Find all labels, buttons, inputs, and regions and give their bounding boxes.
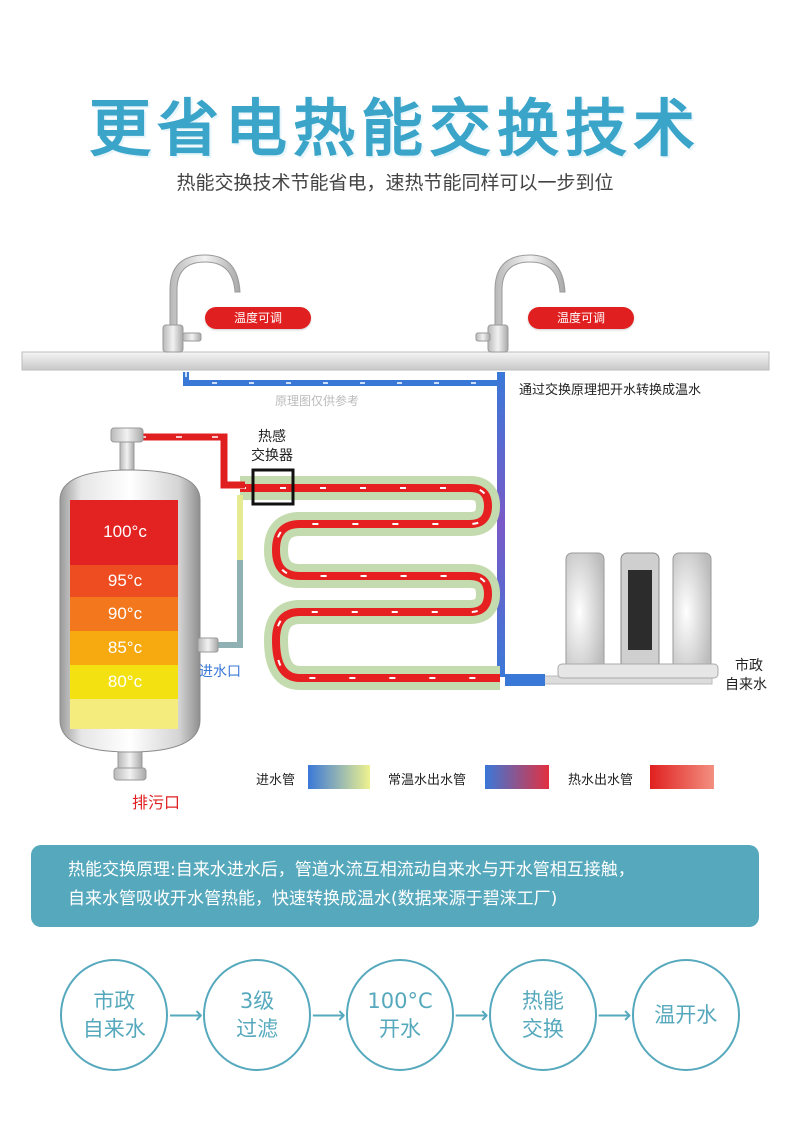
municipal-label-line2: 自来水 (725, 677, 767, 693)
water-tank (59, 427, 219, 781)
temp-band-95: 95°c (107, 571, 143, 590)
diagram-watermark: 原理图仅供参考 (275, 394, 360, 408)
temp-band-90: 90°c (107, 604, 143, 623)
process-flow: 市政 自来水 ⟶ 3级 过滤 ⟶ 100°C 开水 ⟶ 热能 交换 ⟶ 温开水 (60, 959, 740, 1071)
temp-band-100: 100°c (103, 522, 147, 541)
legend-hot-swatch (650, 765, 714, 789)
flow-step-text: 自来水 (82, 1017, 146, 1041)
filter-cartridges (557, 552, 719, 679)
flow-step-warm-water: 温开水 (631, 959, 740, 1071)
faucet-left-icon (162, 254, 241, 353)
exchange-note: 通过交换原理把开水转换成温水 (519, 383, 702, 398)
flow-step-exchange: 热能 交换 (488, 959, 598, 1071)
principle-line2: 自来水管吸收开水管热能，快速转换成温水(数据来源于碧涞工厂) (68, 889, 558, 909)
flow-step-text: 3级 (239, 989, 275, 1013)
exchanger-label-line1: 热感 (258, 429, 286, 445)
heat-exchange-diagram (21, 254, 770, 789)
arrow-right-icon: ⟶ (168, 1001, 203, 1029)
page-subtitle: 热能交换技术节能省电，速热节能同样可以一步到位 (176, 172, 614, 194)
legend-inlet-label: 进水管 (256, 773, 296, 788)
countertop (21, 351, 770, 371)
flow-step-boiling: 100°C 开水 (345, 959, 455, 1071)
page-title: 更省电热能交换技术 (88, 92, 701, 165)
principle-line1: 热能交换原理:自来水进水后，管道水流互相流动自来水与开水管相互接触， (68, 860, 635, 880)
legend-inlet-swatch (308, 765, 370, 789)
flow-step-filtration: 3级 过滤 (202, 959, 312, 1071)
arrow-right-icon: ⟶ (311, 1001, 346, 1029)
exchanger-label-line2: 交换器 (251, 448, 293, 464)
drain-label: 排污口 (132, 793, 181, 812)
flow-step-text: 过滤 (236, 1017, 279, 1041)
flow-step-text: 100°C (367, 989, 433, 1013)
faucet-left-temp-badge: 温度可调 (205, 307, 311, 329)
temp-band-80: 80°c (107, 672, 143, 691)
legend-normal-label: 常温水出水管 (388, 773, 467, 788)
temp-band-85: 85°c (107, 638, 143, 657)
flow-step-text: 开水 (378, 1017, 421, 1041)
flow-step-text: 热能 (521, 989, 564, 1013)
legend-hot-label: 热水出水管 (568, 773, 634, 788)
flow-step-text: 市政 (93, 989, 136, 1013)
heat-exchanger-box (251, 468, 295, 506)
legend-normal-swatch (485, 765, 549, 789)
flow-step-text: 交换 (521, 1017, 564, 1041)
inlet-label: 进水口 (199, 664, 241, 680)
principle-info-box: 热能交换原理:自来水进水后，管道水流互相流动自来水与开水管相互接触， 自来水管吸… (31, 845, 759, 927)
municipal-label-line1: 市政 (735, 658, 763, 674)
arrow-right-icon: ⟶ (454, 1001, 489, 1029)
flow-step-text: 温开水 (654, 1003, 718, 1027)
faucet-right-icon (475, 254, 566, 353)
flow-step-municipal: 市政 自来水 (60, 959, 169, 1071)
faucet-right-temp-badge: 温度可调 (528, 307, 634, 329)
arrow-right-icon: ⟶ (597, 1001, 632, 1029)
